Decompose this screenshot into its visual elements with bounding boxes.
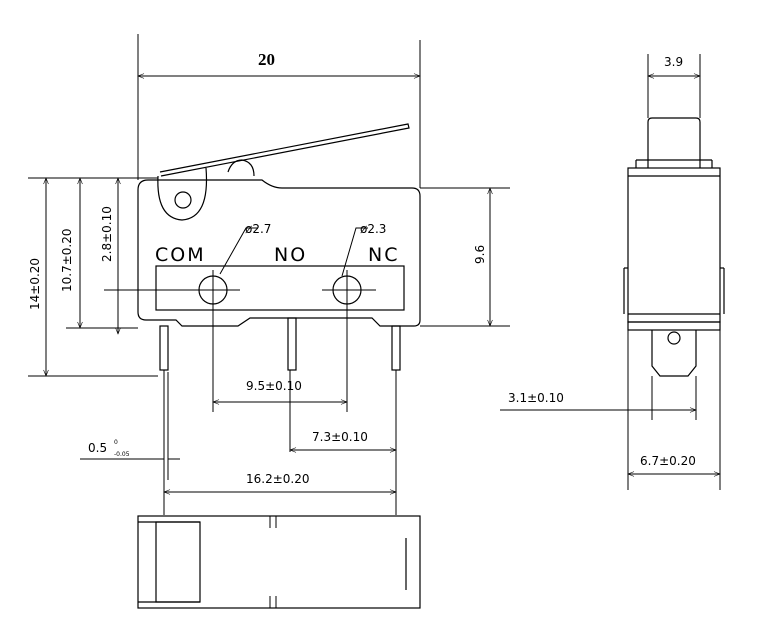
front-dimensions: 20 14±0.20 10.7±0.20 2.8±0.10 9.6 9.5±0.…	[28, 34, 510, 515]
hole-com-dim: ø2.7	[245, 222, 271, 236]
terminal-no-label: NO	[274, 244, 307, 266]
plunger-width-dim: 3.9	[664, 55, 683, 69]
hole-nc-dim: ø2.3	[360, 222, 386, 236]
side-view: 3.9 3.1±0.10 6.7±0.20	[500, 54, 725, 490]
height-com-dim: 10.7±0.20	[60, 229, 74, 293]
actuator-lever	[159, 123, 410, 177]
terminal-nc-label: NC	[368, 244, 399, 266]
bottom-body	[137, 515, 421, 609]
no-pin	[287, 317, 297, 371]
height-total-dim: 14±0.20	[28, 258, 42, 310]
lever-offset-dim: 2.8±0.10	[100, 206, 114, 262]
terminal-band	[155, 265, 405, 311]
com-no-dim: 9.5±0.10	[246, 379, 302, 393]
side-plunger	[647, 117, 701, 168]
width-dim: 20	[258, 50, 275, 69]
side-base	[627, 321, 721, 331]
body-depth-dim: 6.7±0.20	[640, 454, 696, 468]
side-pin-hole	[667, 331, 681, 345]
pin-tol-lower: -0.05	[114, 451, 130, 458]
bottom-view	[137, 515, 421, 609]
pin-tol-upper: 0	[114, 439, 118, 446]
switch-body	[137, 179, 421, 327]
side-body	[627, 167, 721, 323]
com-pin	[159, 325, 169, 371]
no-nc-dim: 7.3±0.10	[312, 430, 368, 444]
com-nc-dim: 16.2±0.20	[246, 472, 310, 486]
nc-pin	[391, 325, 401, 371]
plunger-nub	[227, 159, 255, 177]
pin-thickness-dim: 0.5	[88, 441, 107, 455]
front-view: COM NO NC ø2.7 ø2.3	[104, 123, 421, 412]
pin-offset-dim: 3.1±0.10	[508, 391, 564, 405]
terminal-com-label: COM	[155, 244, 206, 266]
lever-hinge	[157, 167, 208, 221]
hinge-pin	[174, 191, 192, 209]
side-pin	[651, 330, 697, 377]
body-height-dim: 9.6	[473, 245, 487, 264]
bottom-pocket	[155, 521, 201, 603]
